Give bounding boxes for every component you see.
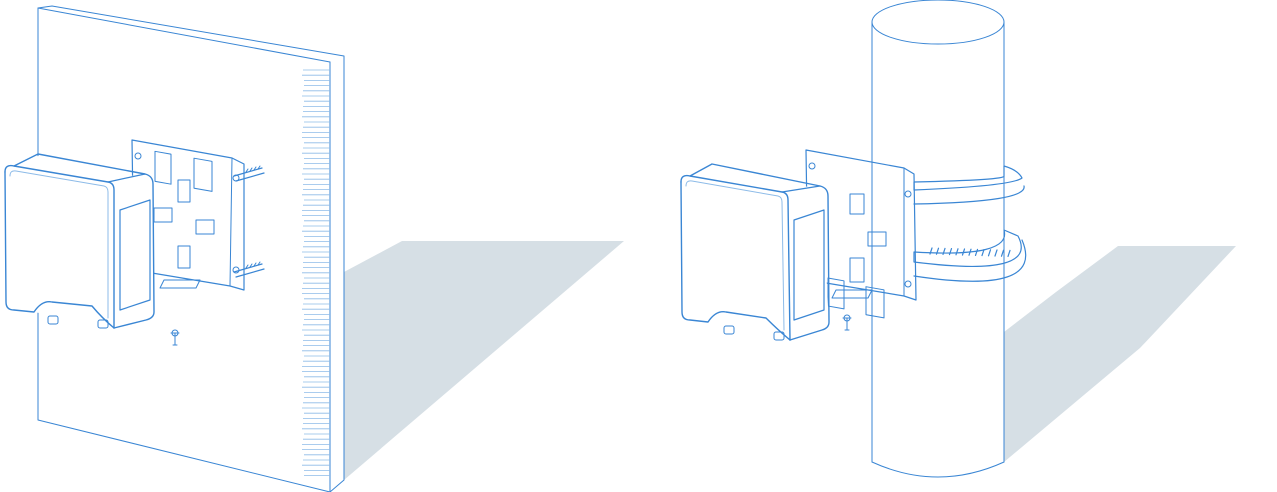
wall-mount-panel [4,5,624,492]
pole-shadow [1004,246,1236,462]
wall-edge-hatching [302,69,330,477]
screw-anchor-icon [170,329,180,346]
clamp-slots [929,247,1011,257]
device-enclosure-icon [680,163,830,341]
pole-mount-panel [680,0,1236,478]
wall-anchor-screws [170,165,265,346]
pole-icon [871,0,1005,478]
wall-shadow [344,241,624,480]
hose-clamp-icon [913,165,1025,205]
device-enclosure-icon [4,153,155,329]
screw-anchor-icon [233,165,265,182]
hose-clamp-icon [913,229,1027,282]
wall-icon [37,5,345,492]
screw-anchor-icon [842,314,852,331]
